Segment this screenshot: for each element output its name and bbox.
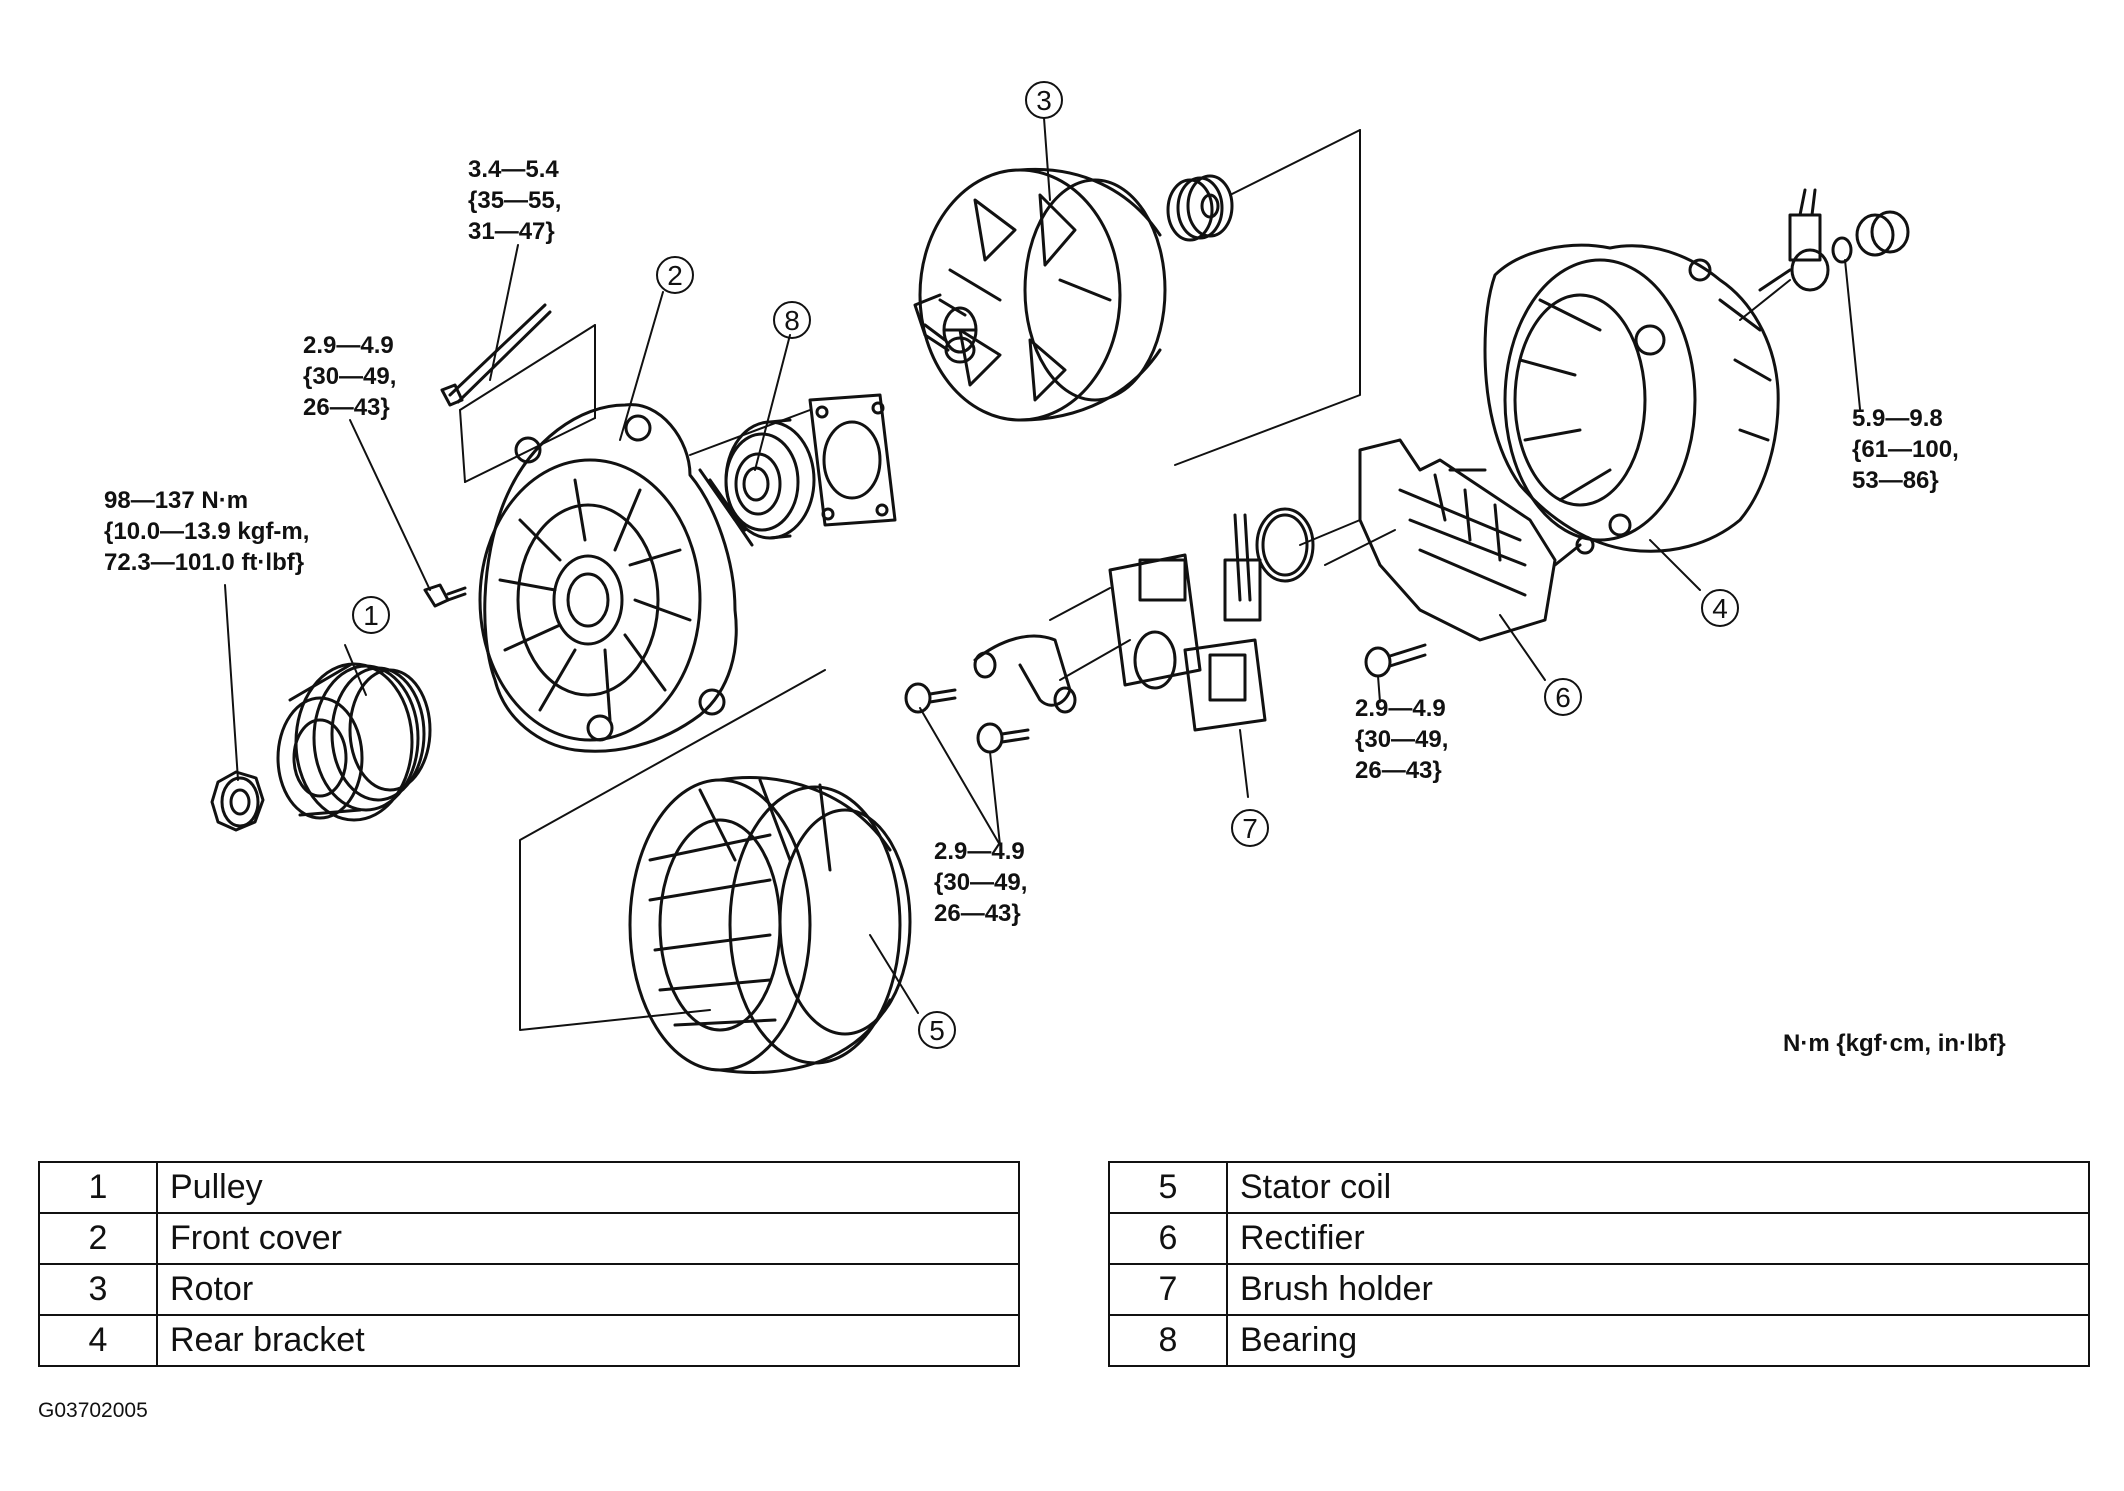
legend-number: 4	[38, 1314, 158, 1367]
torque-line: 26—43}	[303, 394, 390, 421]
torque-spec-rectifier-screw: 2.9—4.9 {30—49, 26—43}	[1355, 693, 1448, 786]
torque-spec-pulley-nut: 98—137 N·m {10.0—13.9 kgf-m, 72.3—101.0 …	[104, 485, 309, 578]
torque-spec-through-bolt: 3.4—5.4 {35—55, 31—47}	[468, 154, 561, 247]
torque-line: 53—86}	[1852, 467, 1939, 494]
terminal-cap	[1855, 210, 1910, 257]
terminal-nut	[1831, 236, 1853, 264]
torque-leaders	[224, 244, 1861, 846]
rotor-collar	[1166, 174, 1234, 242]
legend-number: 8	[1108, 1314, 1228, 1367]
terminal-clip	[973, 634, 1077, 714]
torque-line: {61—100,	[1852, 436, 1959, 463]
legend-number: 6	[1108, 1212, 1228, 1265]
svg-text:1: 1	[363, 600, 379, 631]
brush-screws	[904, 682, 1030, 754]
legend-part-name: Rear bracket	[156, 1314, 1020, 1367]
torque-line: 72.3—101.0 ft·lbf}	[104, 549, 305, 576]
svg-text:3: 3	[1036, 85, 1052, 116]
through-bolt	[440, 303, 552, 407]
legend-number: 1	[38, 1161, 158, 1214]
legend-part-name: Pulley	[156, 1161, 1020, 1214]
torque-line: 5.9—9.8	[1852, 405, 1943, 432]
torque-spec-front-bolt: 2.9—4.9 {30—49, 26—43}	[303, 330, 396, 423]
terminal-bolt	[1758, 188, 1830, 292]
legend-row: 7 Brush holder	[1108, 1263, 2090, 1316]
torque-line: {30—49,	[303, 363, 397, 390]
snap-ring	[1255, 507, 1315, 583]
units-note: N·m {kgf·cm, in·lbf}	[1783, 1030, 2006, 1057]
torque-line: {10.0—13.9 kgf-m,	[104, 518, 310, 545]
callout-1: 1	[352, 596, 390, 634]
rear-bracket	[1483, 243, 1780, 553]
callout-2: 2	[656, 256, 694, 294]
retainer-plate	[808, 393, 897, 527]
legend-part-name: Rotor	[156, 1263, 1020, 1316]
legend-number: 2	[38, 1212, 158, 1265]
leader-lines	[344, 117, 1701, 1014]
torque-line: 3.4—5.4	[468, 156, 559, 183]
callout-3: 3	[1025, 81, 1063, 119]
torque-line: {35—55,	[468, 187, 562, 214]
front-bolt	[423, 583, 467, 608]
torque-line: 2.9—4.9	[934, 838, 1025, 865]
legend-number: 3	[38, 1263, 158, 1316]
pulley	[276, 662, 432, 822]
svg-text:8: 8	[784, 305, 800, 336]
svg-text:5: 5	[929, 1015, 945, 1046]
legend-number: 7	[1108, 1263, 1228, 1316]
legend-row: 4 Rear bracket	[38, 1314, 1020, 1367]
callout-7: 7	[1231, 809, 1269, 847]
bearing	[724, 418, 816, 540]
legend-part-name: Rectifier	[1226, 1212, 2090, 1265]
svg-text:6: 6	[1555, 682, 1571, 713]
torque-spec-brush-screws: 2.9—4.9 {30—49, 26—43}	[934, 836, 1027, 929]
front-cover	[478, 403, 754, 753]
brush-holder	[1108, 513, 1267, 732]
legend-row: 2 Front cover	[38, 1212, 1020, 1265]
torque-line: 2.9—4.9	[303, 332, 394, 359]
callout-6: 6	[1544, 678, 1582, 716]
legend-row: 8 Bearing	[1108, 1314, 2090, 1367]
rectifier	[1358, 438, 1595, 642]
torque-line: 2.9—4.9	[1355, 695, 1446, 722]
parts-legend-left: 1 Pulley 2 Front cover 3 Rotor 4 Rear br…	[38, 1161, 1020, 1367]
torque-line: {30—49,	[1355, 726, 1449, 753]
legend-part-name: Bearing	[1226, 1314, 2090, 1367]
legend-part-name: Stator coil	[1226, 1161, 2090, 1214]
callout-5: 5	[918, 1011, 956, 1049]
callout-4: 4	[1701, 589, 1739, 627]
rectifier-screw	[1364, 643, 1427, 678]
torque-line: 26—43}	[1355, 757, 1442, 784]
stator-coil	[628, 776, 912, 1074]
torque-spec-terminal-nut: 5.9—9.8 {61—100, 53—86}	[1852, 403, 1959, 496]
legend-part-name: Front cover	[156, 1212, 1020, 1265]
torque-line: 31—47}	[468, 218, 555, 245]
torque-line: 26—43}	[934, 900, 1021, 927]
svg-text:7: 7	[1242, 813, 1258, 844]
legend-row: 1 Pulley	[38, 1161, 1020, 1214]
legend-row: 5 Stator coil	[1108, 1161, 2090, 1214]
svg-text:4: 4	[1712, 593, 1728, 624]
torque-line: 98—137 N·m	[104, 487, 249, 514]
svg-text:2: 2	[667, 260, 683, 291]
callout-8: 8	[773, 301, 811, 339]
guide-lines	[459, 129, 1791, 1031]
parts-legend-right: 5 Stator coil 6 Rectifier 7 Brush holder…	[1108, 1161, 2090, 1367]
pulley-nut	[210, 770, 265, 832]
torque-line: {30—49,	[934, 869, 1028, 896]
rotor	[913, 167, 1167, 422]
legend-row: 6 Rectifier	[1108, 1212, 2090, 1265]
legend-part-name: Brush holder	[1226, 1263, 2090, 1316]
legend-number: 5	[1108, 1161, 1228, 1214]
legend-row: 3 Rotor	[38, 1263, 1020, 1316]
figure-code: G03702005	[38, 1399, 148, 1422]
